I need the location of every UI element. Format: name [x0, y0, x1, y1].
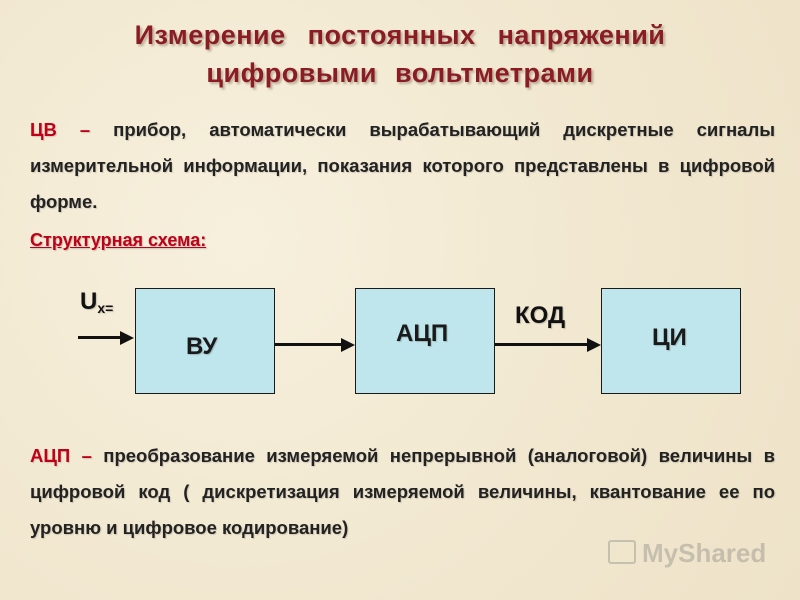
input-arrow-line	[78, 336, 122, 339]
arrow-adc-to-ci-head	[587, 338, 601, 352]
definition-text: прибор, автоматически вырабатывающий дис…	[30, 119, 775, 212]
slide-title-line-1: Измерение постоянных напряжений	[134, 20, 666, 50]
code-label: КОД	[515, 302, 566, 329]
block-adc	[355, 288, 495, 394]
input-voltage-subscript: х=	[97, 300, 114, 316]
definition-term: ЦВ –	[30, 119, 91, 140]
adc-term: АЦП –	[30, 445, 92, 466]
block-ci	[601, 288, 741, 394]
input-arrow-head	[120, 331, 134, 345]
block-vu	[135, 288, 275, 394]
arrow-adc-to-ci-line	[495, 343, 589, 346]
block-vu-label: ВУ	[186, 333, 218, 360]
adc-paragraph: АЦП – преобразование измеряемой непрерыв…	[30, 438, 775, 546]
input-voltage-symbol: U	[80, 288, 98, 315]
block-adc-label: АЦП	[396, 320, 449, 347]
arrow-vu-to-adc-head	[341, 338, 355, 352]
watermark-text: MyShared	[642, 538, 767, 568]
slide-title-line-2: цифровыми вольтметрами	[206, 58, 594, 88]
arrow-vu-to-adc-line	[275, 343, 343, 346]
structure-heading: Структурная схема:	[30, 230, 207, 250]
input-voltage-label: Uх=	[80, 288, 113, 316]
definition-paragraph: ЦВ – прибор, автоматически вырабатывающи…	[30, 112, 775, 220]
adc-text: преобразование измеряемой непрерывной (а…	[30, 445, 775, 538]
block-ci-label: ЦИ	[652, 324, 687, 351]
watermark-icon	[608, 540, 636, 564]
